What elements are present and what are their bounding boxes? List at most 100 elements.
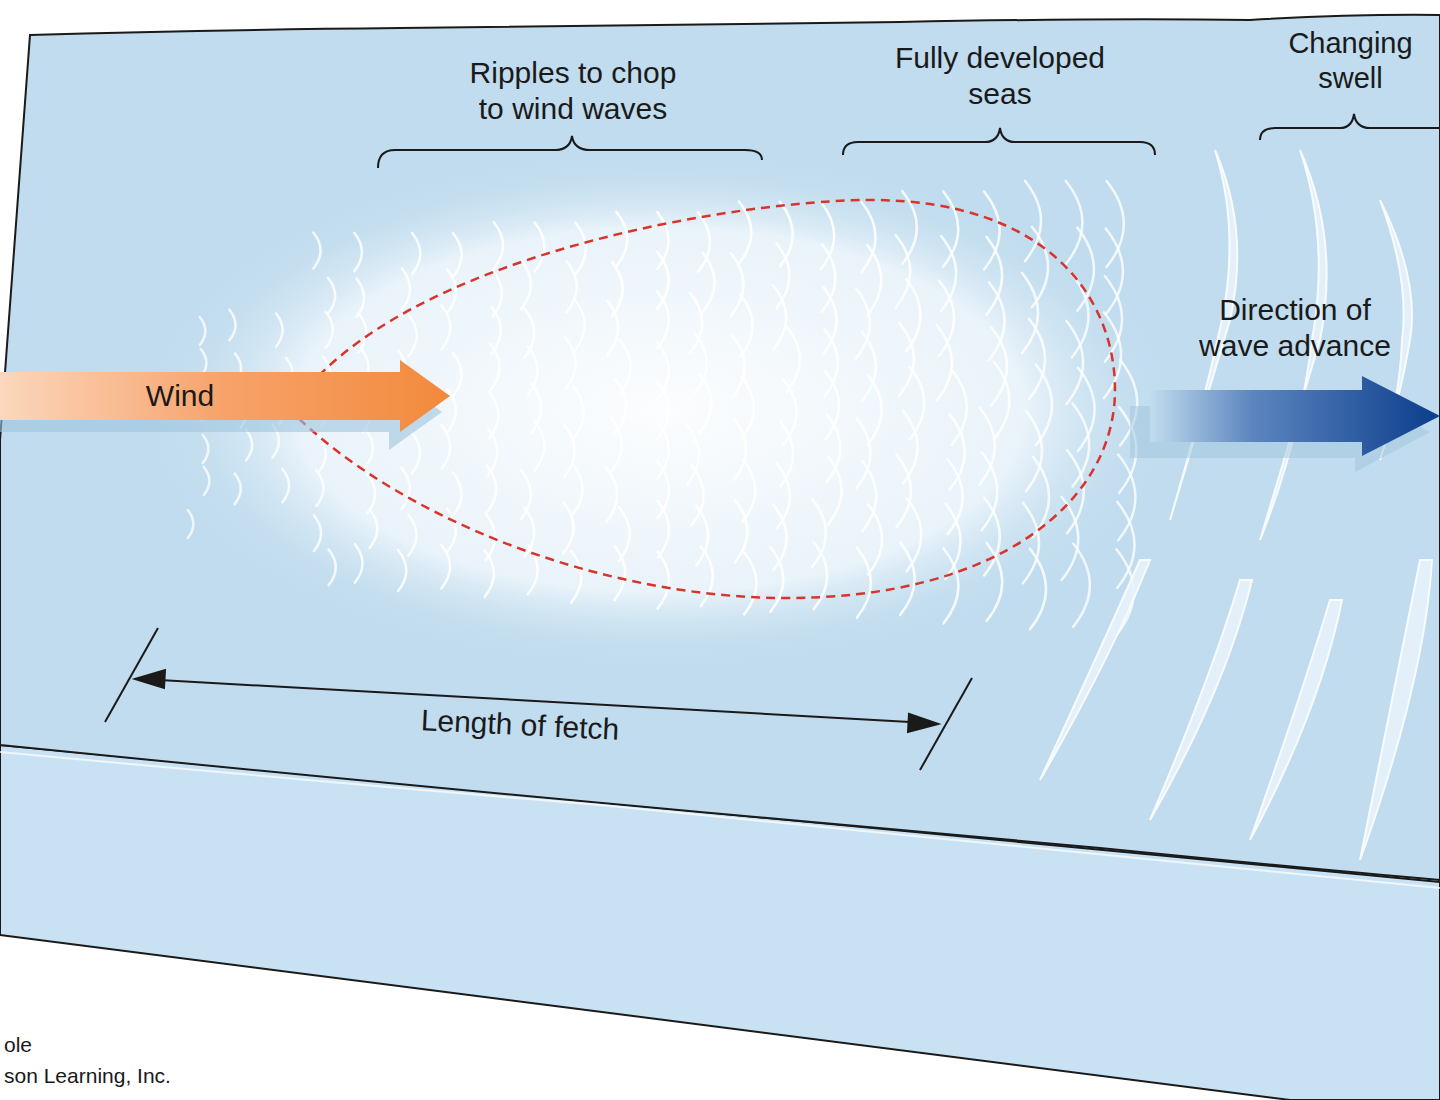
swell-crests — [1040, 150, 1432, 860]
wave-crest — [365, 429, 373, 468]
wave-crest — [412, 233, 420, 274]
wave-crest — [494, 222, 503, 268]
wave-crest — [246, 430, 252, 461]
wave-crest — [987, 237, 1003, 315]
wave-crest — [606, 468, 617, 522]
wave-crest — [984, 498, 1000, 576]
wave-crest — [899, 323, 914, 396]
wave-crest — [699, 374, 711, 434]
wave-crest — [487, 466, 496, 512]
wave-crest — [521, 260, 531, 309]
wave-crest — [896, 455, 911, 528]
wave-crest — [614, 546, 625, 600]
wave-crest — [441, 545, 450, 589]
wave-crest — [734, 418, 746, 480]
wave-crest — [732, 336, 744, 398]
wave-crest — [442, 306, 451, 350]
stage-label: Ripples to chop to wind waves — [458, 55, 688, 127]
wave-crest — [952, 370, 967, 445]
wave-crest — [1066, 181, 1083, 264]
wave-crest — [787, 327, 800, 392]
wave-crest — [453, 353, 462, 397]
wave-crest — [412, 432, 420, 473]
wave-crest — [857, 548, 871, 618]
wave-crest — [862, 202, 876, 272]
wave-crest — [367, 475, 375, 514]
wave-crest — [328, 278, 335, 314]
stage-label: Changing swell — [1268, 26, 1433, 96]
wave-crest — [576, 223, 586, 275]
wave-crest — [701, 546, 713, 606]
wave-crest — [703, 253, 715, 313]
wave-crest — [453, 472, 462, 516]
copyright-note: ole — [4, 1032, 64, 1057]
wave-crest — [907, 498, 922, 571]
stage-label: Fully developed seas — [880, 40, 1120, 112]
wave-crest — [900, 542, 915, 615]
wave-crest — [903, 411, 918, 484]
copyright-note: son Learning, Inc. — [4, 1063, 264, 1088]
wave-crest — [564, 425, 574, 477]
wave-crest — [1029, 319, 1045, 400]
wave-crest — [329, 549, 336, 585]
wave-crest — [1030, 549, 1046, 630]
wave-crest — [991, 327, 1007, 405]
wave-crest — [773, 285, 786, 350]
arrow-label: Direction of wave advance — [1188, 292, 1403, 364]
wave-crest — [282, 469, 289, 502]
wave-crest — [535, 422, 545, 471]
wave-crest — [950, 414, 965, 489]
wave-crest — [1022, 273, 1038, 354]
wave-crest — [862, 332, 876, 402]
wave-crest — [1066, 321, 1083, 404]
wave-crest — [770, 547, 783, 612]
wave-crest — [989, 282, 1005, 360]
wave-crest — [868, 504, 882, 574]
wave-crest — [896, 235, 911, 308]
wave-crest — [355, 544, 363, 583]
wave-crest — [814, 542, 827, 609]
wave-crest — [441, 425, 450, 469]
wave-crest — [1078, 368, 1095, 451]
wave-crest — [857, 418, 871, 488]
wave-crest — [994, 362, 1010, 440]
wave-crest — [574, 299, 584, 351]
wind-arrow — [0, 360, 450, 432]
wave-crest — [941, 236, 956, 311]
wave-crest — [573, 387, 583, 439]
wave-crest — [607, 301, 618, 355]
wave-crest — [1026, 411, 1042, 492]
wave-crest — [943, 548, 958, 623]
wave-crest — [906, 279, 921, 352]
wave-crest — [200, 317, 206, 345]
wave-crest — [276, 313, 283, 346]
wave-crest — [740, 295, 752, 357]
fetch-dimension — [105, 628, 972, 770]
wave-crest — [398, 550, 406, 591]
wave-crest — [359, 313, 367, 352]
wave-crest — [572, 463, 582, 515]
wave-crest — [979, 407, 995, 485]
wave-crest — [939, 281, 954, 356]
wave-crest — [744, 552, 756, 614]
wave-crest — [408, 514, 416, 555]
wave-crest — [316, 470, 323, 506]
wave-crest — [987, 543, 1003, 621]
wave-crest — [453, 233, 462, 277]
wave-crest — [490, 344, 499, 390]
wave-crest — [1025, 181, 1041, 262]
water-edge — [0, 752, 1440, 888]
wave-crest — [229, 310, 235, 341]
wave-crest — [485, 551, 494, 597]
wave-crest — [658, 501, 669, 558]
wave-crest — [402, 268, 410, 309]
wave-crest — [1023, 503, 1039, 584]
wave-crest — [867, 245, 881, 315]
sea-surface — [0, 15, 1440, 880]
wave-crest — [946, 504, 961, 579]
wave-crest — [402, 468, 410, 509]
wave-crest — [742, 377, 754, 439]
wave-crest — [566, 261, 576, 313]
